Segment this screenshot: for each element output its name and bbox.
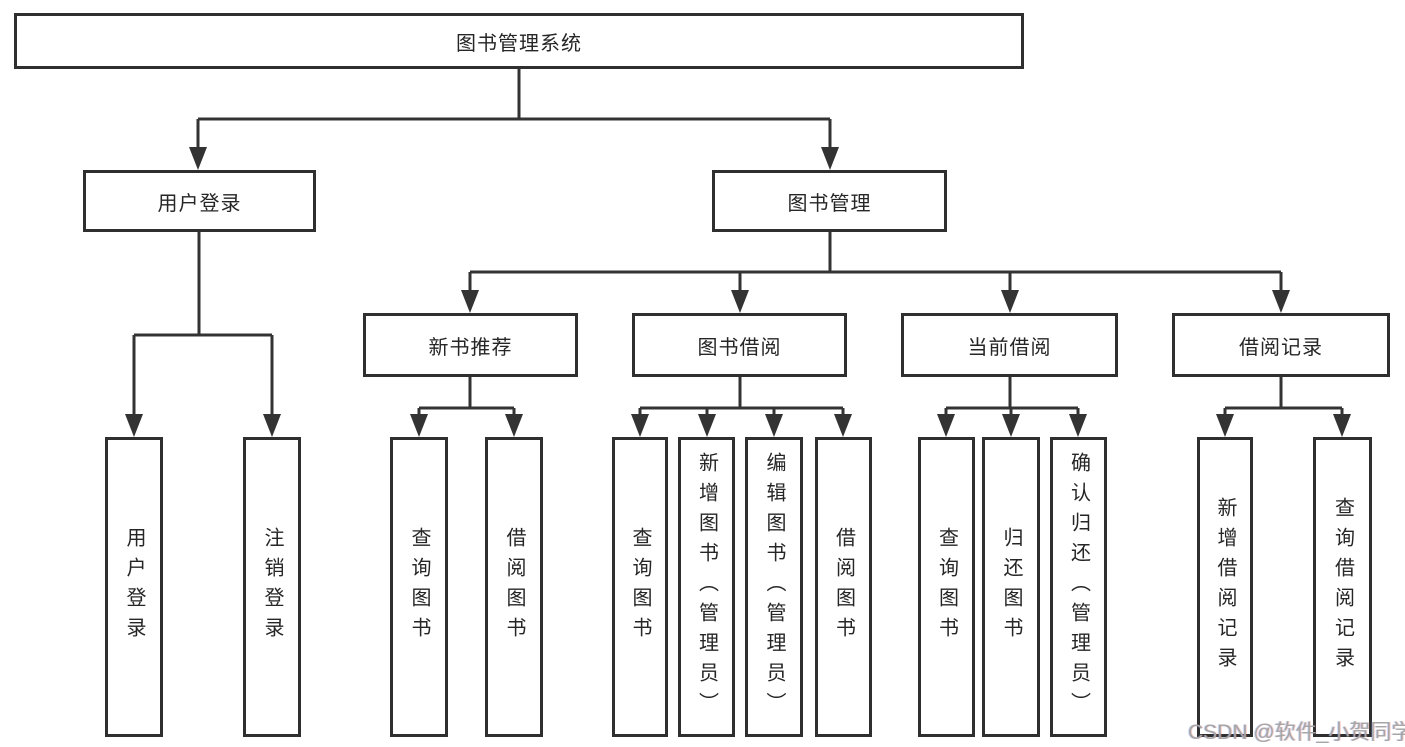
node-label: 图书管理 xyxy=(787,192,872,215)
node-borrow-records: 借阅记录 xyxy=(1172,313,1390,377)
node-library-management-system: 图书管理系统 xyxy=(14,13,1024,69)
node-label: 用户登录 xyxy=(123,527,145,647)
node-label: 查询图书 xyxy=(408,527,430,647)
leaf-edit-book-admin: 编辑图书（管理员） xyxy=(745,437,803,737)
node-label: 新增图书（管理员） xyxy=(695,452,718,722)
node-label: 图书借阅 xyxy=(697,336,782,359)
node-book-borrow: 图书借阅 xyxy=(632,313,847,377)
leaf-query-books-borrow: 查询图书 xyxy=(612,437,668,737)
node-user-login: 用户登录 xyxy=(83,170,316,232)
leaf-borrow-books-recommend: 借阅图书 xyxy=(485,437,543,737)
leaf-return-book: 归还图书 xyxy=(982,437,1040,737)
leaf-user-login: 用户登录 xyxy=(105,437,163,737)
node-label: 新书推荐 xyxy=(428,336,513,359)
node-label: 借阅图书 xyxy=(503,527,525,647)
leaf-query-books-recommend: 查询图书 xyxy=(390,437,448,737)
leaf-confirm-return-admin: 确认归还（管理员） xyxy=(1050,437,1107,737)
node-label: 编辑图书（管理员） xyxy=(763,452,785,722)
node-new-book-recommend: 新书推荐 xyxy=(363,313,578,377)
leaf-query-books-current: 查询图书 xyxy=(918,437,975,737)
node-label: 图书管理系统 xyxy=(456,32,582,55)
leaf-add-borrow-record: 新增借阅记录 xyxy=(1197,437,1253,737)
node-label: 借阅图书 xyxy=(832,527,855,647)
leaf-query-borrow-record: 查询借阅记录 xyxy=(1313,437,1372,737)
leaf-add-book-admin: 新增图书（管理员） xyxy=(678,437,735,737)
node-label: 确认归还（管理员） xyxy=(1067,452,1090,722)
node-label: 注销登录 xyxy=(261,527,283,647)
node-book-management: 图书管理 xyxy=(712,170,947,232)
node-label: 查询借阅记录 xyxy=(1331,497,1354,677)
leaf-borrow-books: 借阅图书 xyxy=(815,437,872,737)
node-label: 查询图书 xyxy=(629,527,651,647)
csdn-watermark: CSDN @软件_小贺同学 xyxy=(1188,721,1405,744)
node-label: 查询图书 xyxy=(935,527,958,647)
node-label: 归还图书 xyxy=(1000,527,1022,647)
leaf-logout: 注销登录 xyxy=(243,437,301,737)
node-label: 借阅记录 xyxy=(1239,336,1323,359)
node-label: 当前借阅 xyxy=(967,336,1052,359)
node-current-borrow: 当前借阅 xyxy=(901,313,1118,377)
node-label: 用户登录 xyxy=(157,192,242,215)
node-label: 新增借阅记录 xyxy=(1214,497,1236,677)
